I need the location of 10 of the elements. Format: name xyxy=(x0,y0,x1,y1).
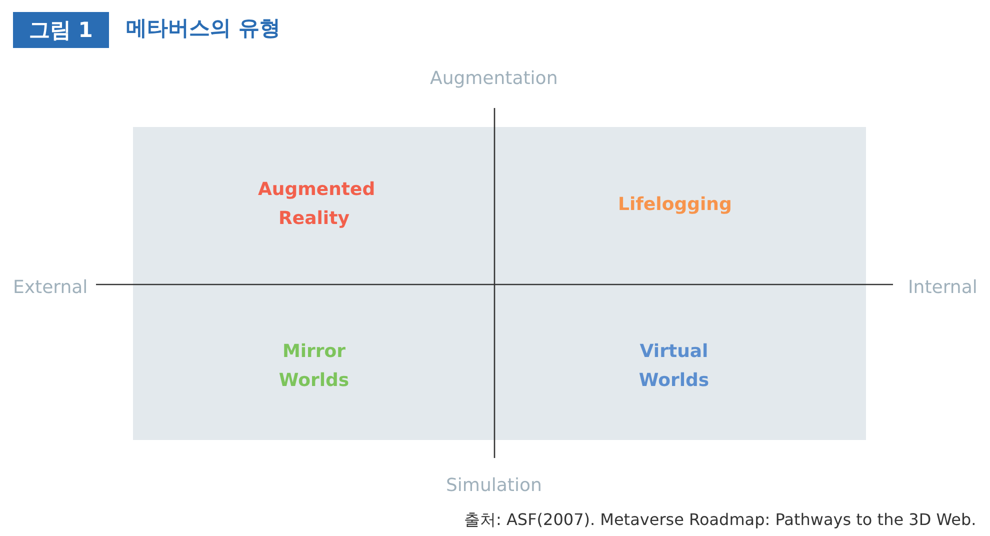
axis-label: Simulation xyxy=(446,474,542,496)
axis-label: Internal xyxy=(908,276,978,298)
axis-label: Augmentation xyxy=(430,68,558,88)
figure-number-badge: 그림 1 xyxy=(13,12,109,48)
source-caption: 출처: ASF(2007). Metaverse Roadmap: Pathways to the 3D Web. xyxy=(464,510,976,531)
quadrant-label: Virtual Worlds xyxy=(618,337,730,395)
figure-title: 메타버스의 유형 xyxy=(126,15,280,42)
axis-label: External xyxy=(13,276,88,298)
quadrant-label: Mirror Worlds xyxy=(258,337,370,395)
quadrant-label: Lifelogging xyxy=(618,190,730,218)
